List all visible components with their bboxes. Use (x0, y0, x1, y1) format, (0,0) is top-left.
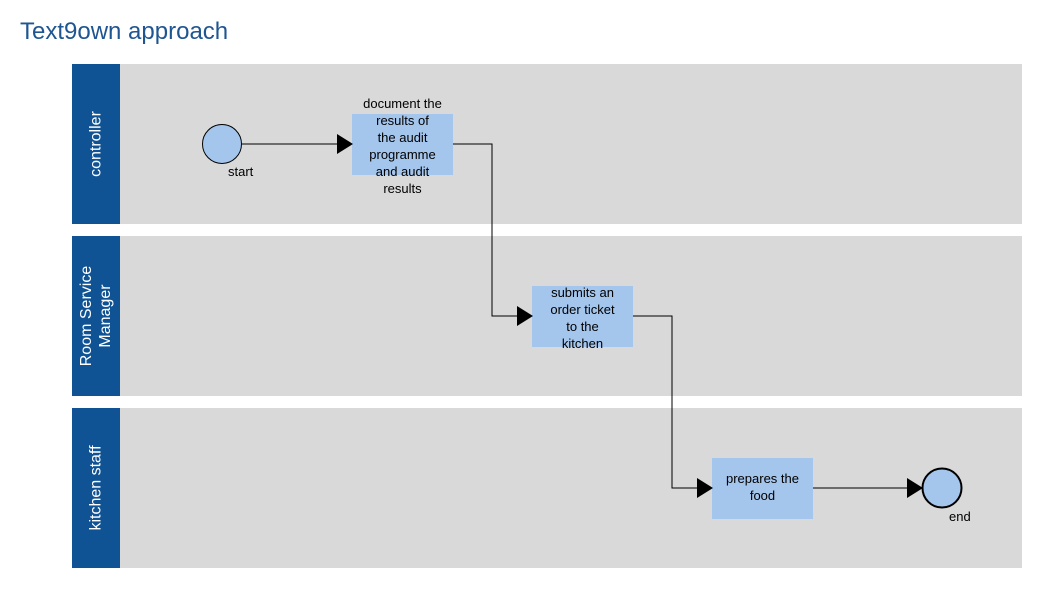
lane-room-service-manager-header: Room Service Manager (72, 236, 120, 396)
lane-kitchen-staff-header: kitchen staff (72, 408, 120, 568)
lane-controller-header: controller (72, 64, 120, 224)
start-event-label: start (228, 164, 254, 179)
end-event-label: end (949, 509, 971, 524)
task-document-results-label: document the results of the audit progra… (363, 96, 442, 196)
task-prepare-food-label: prepares the food (726, 471, 799, 503)
flow-submit-to-prepare (633, 315, 713, 498)
end-event[interactable] (921, 467, 963, 509)
task-submit-order-ticket-label: submits an order ticket to the kitchen (550, 285, 615, 351)
task-submit-order-ticket[interactable] (532, 286, 633, 347)
flow-document-to-submit (453, 143, 533, 326)
diagram-title: Text9own approach (20, 18, 229, 45)
task-document-results[interactable] (352, 114, 453, 175)
start-event[interactable] (202, 124, 242, 164)
task-prepare-food[interactable] (712, 458, 813, 519)
